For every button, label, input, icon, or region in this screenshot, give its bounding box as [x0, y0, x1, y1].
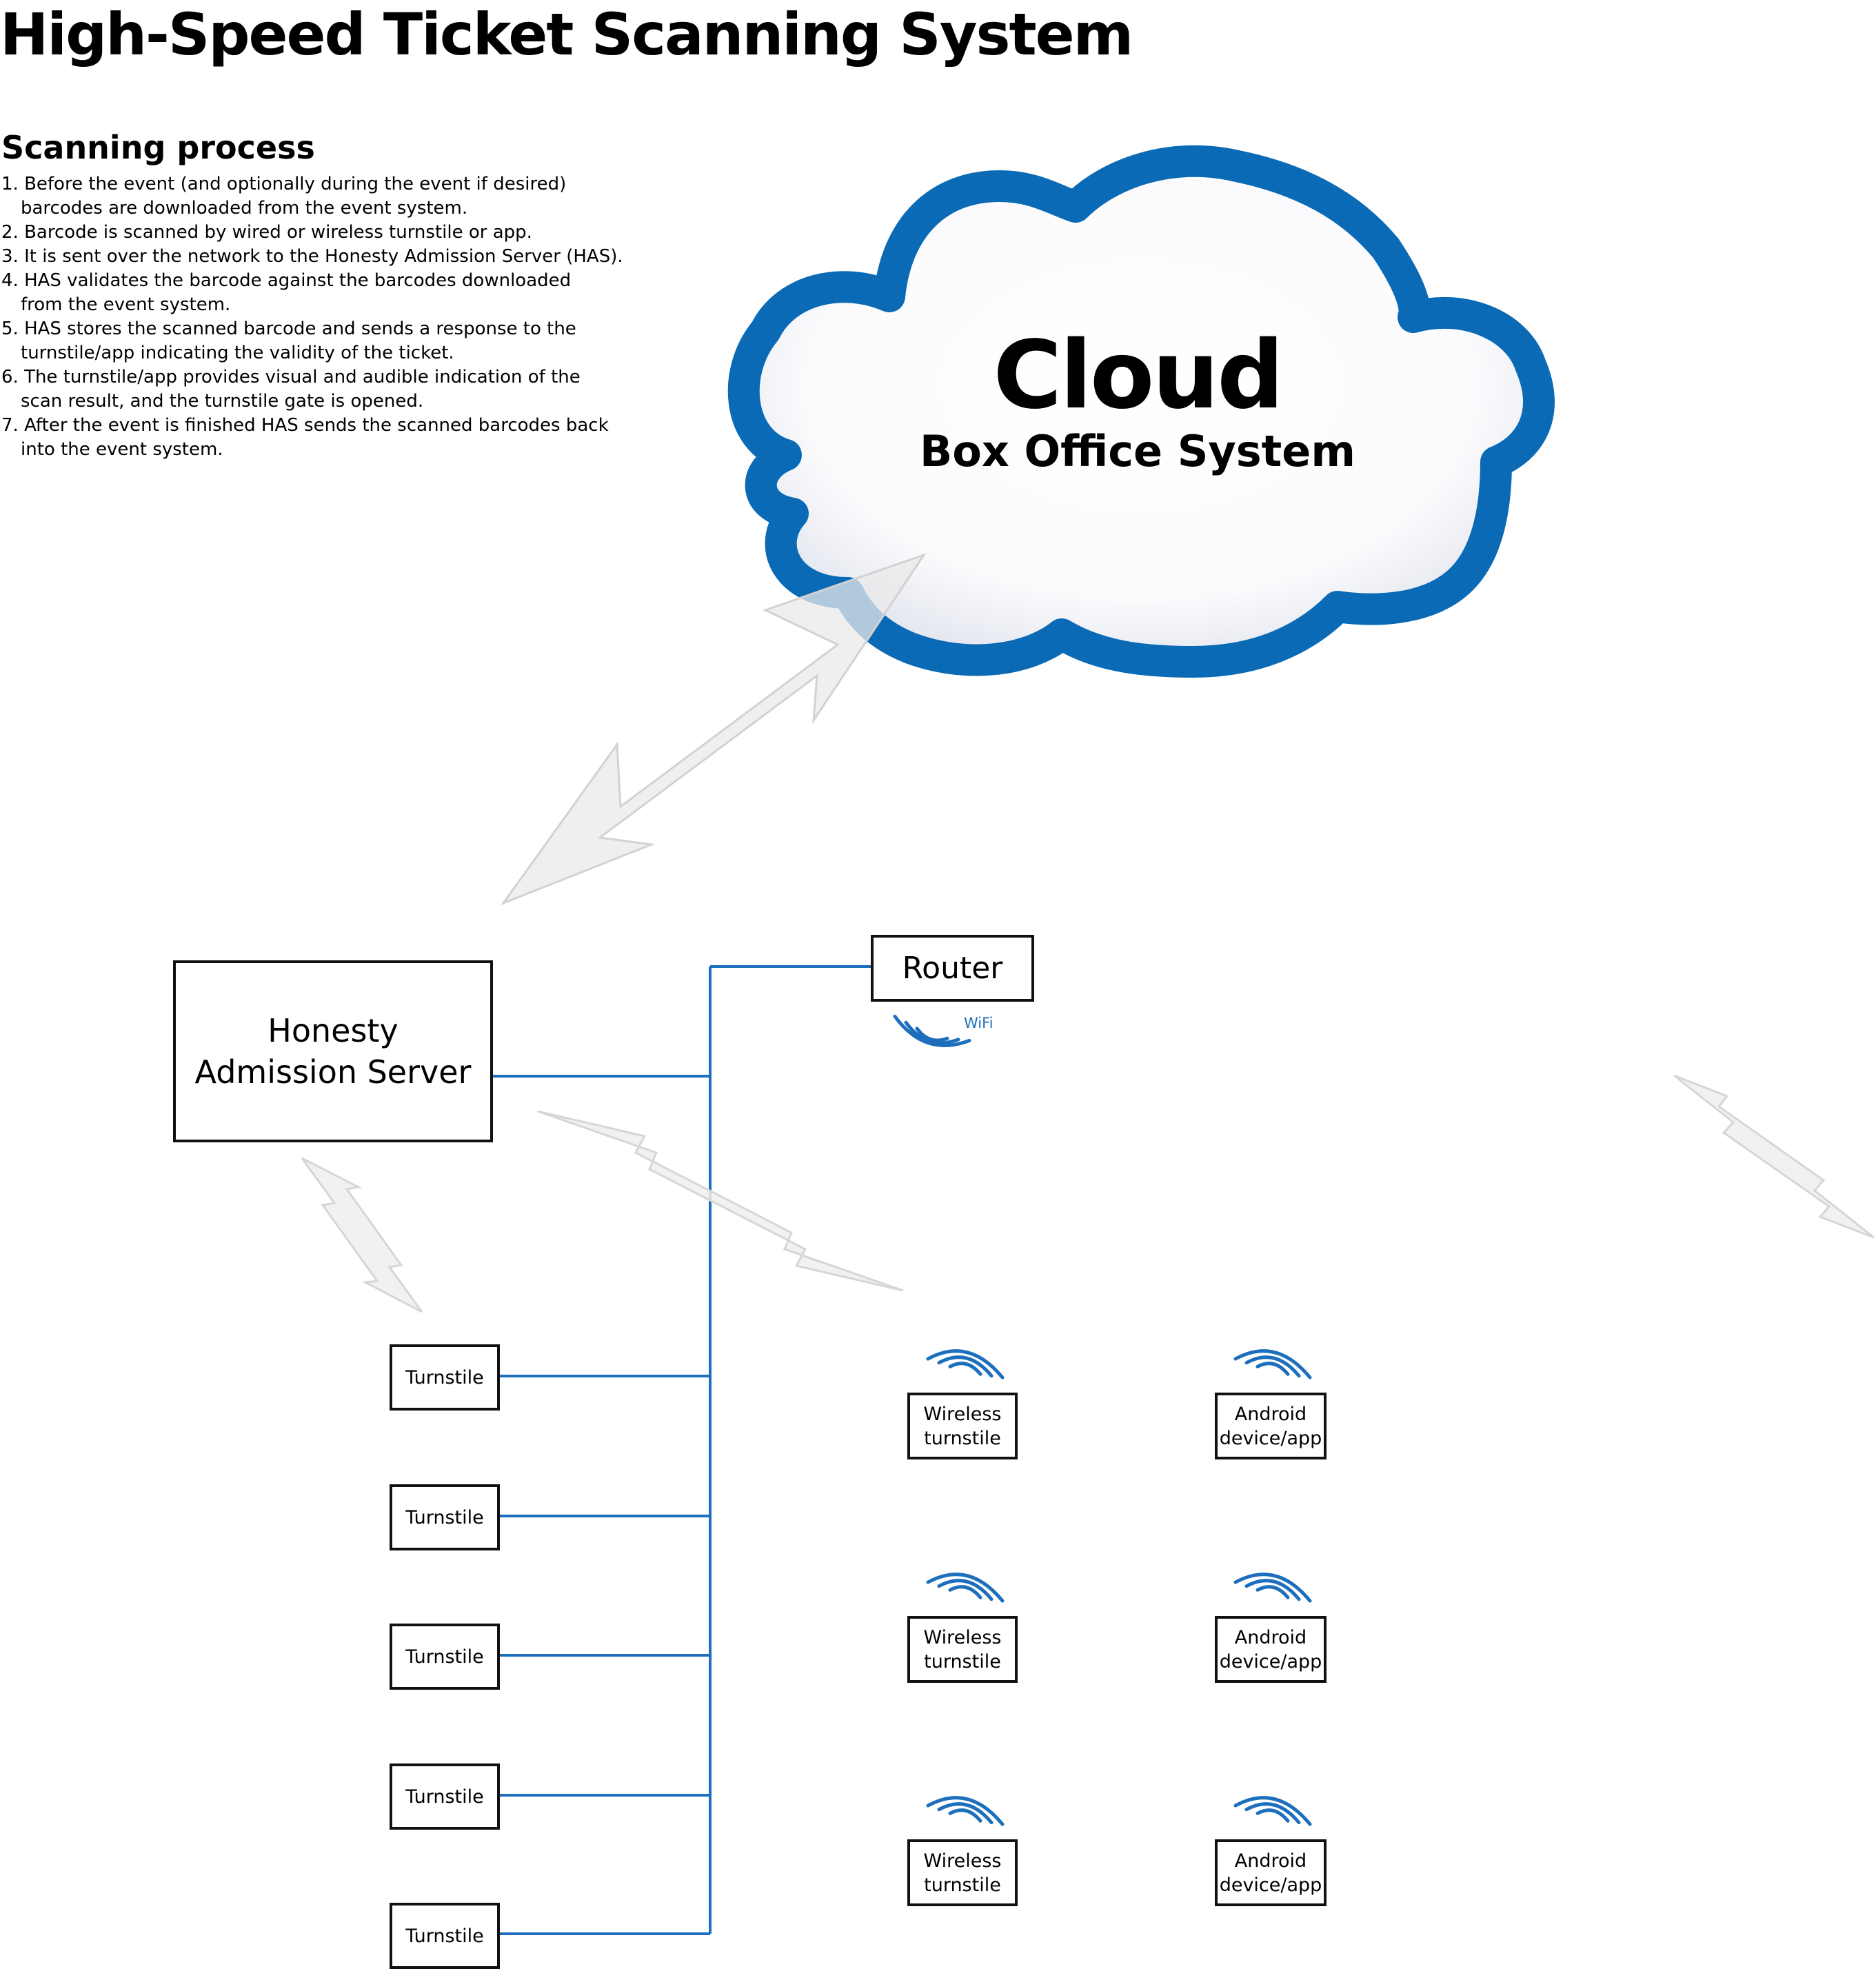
turnstile-label-3: Turnstile — [405, 1646, 484, 1668]
wifi-wave — [893, 1014, 971, 1047]
cloud-outline — [727, 145, 1555, 678]
process-step-continuation: into the event system. — [21, 439, 223, 460]
wireless-turnstile-label-2: Wireless turnstile — [923, 1626, 1002, 1672]
wifi-wave — [1244, 1579, 1301, 1601]
wifi-waves-icon — [1233, 1349, 1312, 1379]
process-step: 3. It is sent over the network to the Ho… — [1, 245, 623, 269]
turnstile-box-3: Turnstile — [390, 1624, 500, 1690]
process-step-text: 3. It is sent over the network to the Ho… — [1, 246, 623, 267]
wifi-wave — [1255, 1808, 1290, 1823]
process-step-text: 7. After the event is finished HAS sends… — [1, 415, 609, 436]
wireless-turnstile-label-3: Wireless turnstile — [923, 1850, 1002, 1896]
android-device-box-1: Android device/app — [1215, 1393, 1327, 1459]
network-lines — [492, 965, 871, 1935]
cloud-title: Cloud — [993, 321, 1284, 430]
turnstile-box-1: Turnstile — [390, 1344, 500, 1411]
cloud-subtitle: Box Office System — [920, 426, 1355, 476]
page-title: High-Speed Ticket Scanning System — [0, 1, 1133, 68]
wifi-wave — [1233, 1573, 1312, 1603]
honesty-admission-server-box: Honesty Admission Server — [173, 960, 493, 1142]
process-step-text: 5. HAS stores the scanned barcode and se… — [1, 319, 576, 339]
wifi-wave — [948, 1808, 982, 1823]
wifi-waves-icon — [1233, 1573, 1312, 1603]
process-step-text: 6. The turnstile/app provides visual and… — [1, 367, 581, 387]
process-step-text: 4. HAS validates the barcode against the… — [1, 270, 572, 291]
wifi-wave — [1233, 1349, 1312, 1379]
wifi-wave — [948, 1362, 982, 1376]
process-step-text: 2. Barcode is scanned by wired or wirele… — [1, 222, 532, 243]
wifi-wave — [1255, 1362, 1290, 1376]
process-step: 2. Barcode is scanned by wired or wirele… — [1, 221, 608, 245]
double-headed-arrow-icon — [301, 1074, 1875, 1313]
process-step-text: 1. Before the event (and optionally duri… — [1, 174, 567, 194]
process-step-continuation: scan result, and the turnstile gate is o… — [21, 391, 424, 412]
turnstile-label-5: Turnstile — [405, 1925, 484, 1947]
wifi-waves-icon — [893, 1014, 971, 1047]
wifi-wave — [904, 1020, 960, 1045]
wifi-wave — [1233, 1796, 1312, 1826]
android-device-label-3: Android device/app — [1219, 1850, 1322, 1896]
double-headed-arrow-icon — [500, 553, 927, 906]
process-step-continuation: barcodes are downloaded from the event s… — [21, 198, 468, 219]
wifi-waves-icon — [926, 1573, 1005, 1603]
wifi-wave — [926, 1349, 1005, 1379]
android-device-label-2: Android device/app — [1219, 1626, 1322, 1672]
turnstile-label-1: Turnstile — [405, 1366, 484, 1388]
android-device-box-3: Android device/app — [1215, 1839, 1327, 1906]
wifi-wave — [926, 1573, 1005, 1603]
android-device-box-2: Android device/app — [1215, 1616, 1327, 1683]
wifi-wave — [948, 1585, 982, 1599]
process-step: 5. HAS stores the scanned barcode and se… — [1, 317, 608, 365]
turnstile-box-4: Turnstile — [390, 1763, 500, 1830]
turnstile-label-2: Turnstile — [405, 1506, 484, 1528]
scanning-process-section: Scanning process 1. Before the event (an… — [1, 125, 623, 462]
process-step: 1. Before the event (and optionally duri… — [1, 172, 608, 221]
wireless-turnstile-box-1: Wireless turnstile — [907, 1393, 1018, 1459]
process-step: 4. HAS validates the barcode against the… — [1, 269, 608, 317]
process-step: 7. After the event is finished HAS sends… — [1, 414, 609, 462]
process-step-continuation: turnstile/app indicating the validity of… — [21, 343, 454, 363]
wifi-wave — [1255, 1585, 1290, 1599]
wifi-wave — [937, 1355, 994, 1378]
scanning-process-steps: 1. Before the event (and optionally duri… — [1, 172, 623, 462]
turnstile-label-4: Turnstile — [405, 1786, 484, 1808]
wifi-wave — [937, 1802, 994, 1825]
wifi-wave — [1244, 1355, 1301, 1378]
wireless-far-arrow — [1673, 1074, 1875, 1239]
process-step-continuation: from the event system. — [21, 294, 231, 315]
wifi-label: WiFi — [964, 1015, 994, 1031]
wifi-waves-icon — [926, 1349, 1005, 1379]
wifi-icons — [893, 1014, 1312, 1826]
wireless-turnstile-label-1: Wireless turnstile — [923, 1403, 1002, 1449]
cloud-label: Cloud Box Office System — [869, 324, 1406, 476]
server-wireless-arrow — [537, 1110, 904, 1292]
wifi-waves-icon — [926, 1796, 1005, 1826]
server-turnstile-arrow — [301, 1157, 423, 1313]
wifi-waves-icon — [1233, 1796, 1312, 1826]
turnstile-box-2: Turnstile — [390, 1484, 500, 1550]
wireless-turnstile-box-2: Wireless turnstile — [907, 1616, 1018, 1683]
cloud-shape — [727, 145, 1555, 678]
turnstile-box-5: Turnstile — [390, 1903, 500, 1969]
wifi-wave — [915, 1027, 949, 1042]
process-step: 6. The turnstile/app provides visual and… — [1, 365, 608, 414]
android-device-label-1: Android device/app — [1219, 1403, 1322, 1449]
router-box: Router — [871, 935, 1034, 1002]
cloud-server-arrow — [500, 553, 927, 906]
wireless-turnstile-box-3: Wireless turnstile — [907, 1839, 1018, 1906]
wifi-wave — [926, 1796, 1005, 1826]
wifi-wave — [1244, 1802, 1301, 1825]
server-label: Honesty Admission Server — [194, 1012, 472, 1091]
scanning-process-heading: Scanning process — [1, 129, 315, 166]
wifi-wave — [937, 1579, 994, 1601]
router-label: Router — [902, 951, 1003, 986]
